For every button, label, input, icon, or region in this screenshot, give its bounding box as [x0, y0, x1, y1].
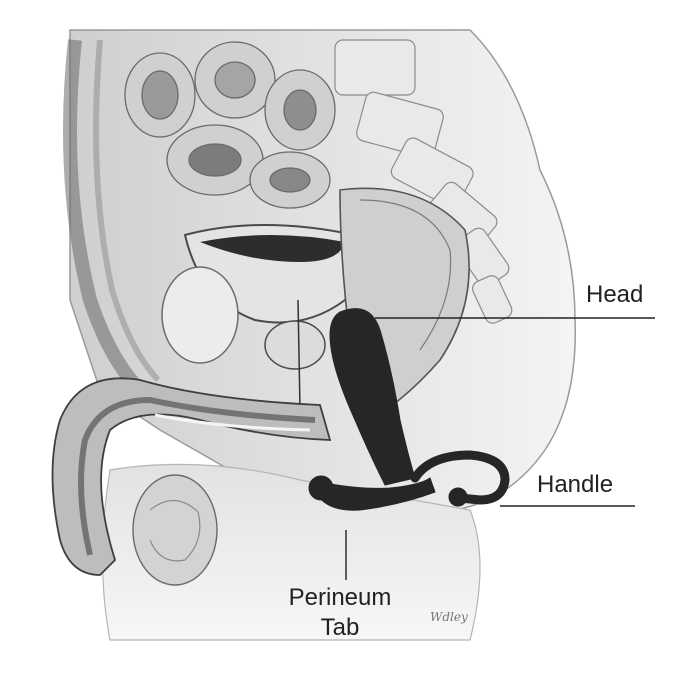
perineum-tab-label-line1: Perineum: [288, 584, 392, 611]
urethra: [297, 299, 301, 411]
handle-label: Handle: [537, 471, 614, 498]
intestines: [124, 41, 336, 209]
spine: [334, 39, 513, 324]
head-label: Head: [586, 281, 644, 308]
pubic-bone: [161, 266, 239, 364]
perineum-tab-label: Perineum Tab: [265, 583, 415, 643]
device-perineum-tab: [308, 475, 334, 501]
device-handle: [410, 450, 510, 505]
abdominal-wall: [63, 39, 146, 395]
testicle: [132, 474, 218, 586]
device-base: [317, 477, 436, 511]
artist-signature: Wdley: [430, 610, 468, 624]
device-head: [329, 308, 416, 486]
massager-device: [308, 308, 510, 511]
perineum-tab-label-line2: Tab: [320, 614, 360, 641]
prostate: [264, 320, 326, 370]
